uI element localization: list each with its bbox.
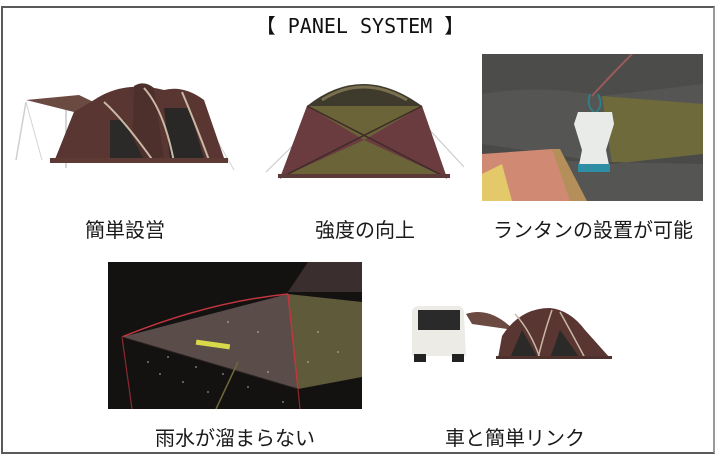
caption-easy-setup: 簡単設営 [85,218,165,242]
caption-lantern: ランタンの設置が可能 [493,218,693,242]
car-link-image [410,300,620,370]
lantern-image [482,54,703,201]
page-title: 【 PANEL SYSTEM 】 [255,14,465,38]
caption-car-link: 車と簡単リンク [445,426,585,450]
dome-tent-image [252,72,472,180]
tunnel-tent-image [14,80,236,175]
rain-roof-image [108,262,362,409]
caption-strength: 強度の向上 [315,218,415,242]
caption-rain: 雨水が溜まらない [155,426,315,450]
